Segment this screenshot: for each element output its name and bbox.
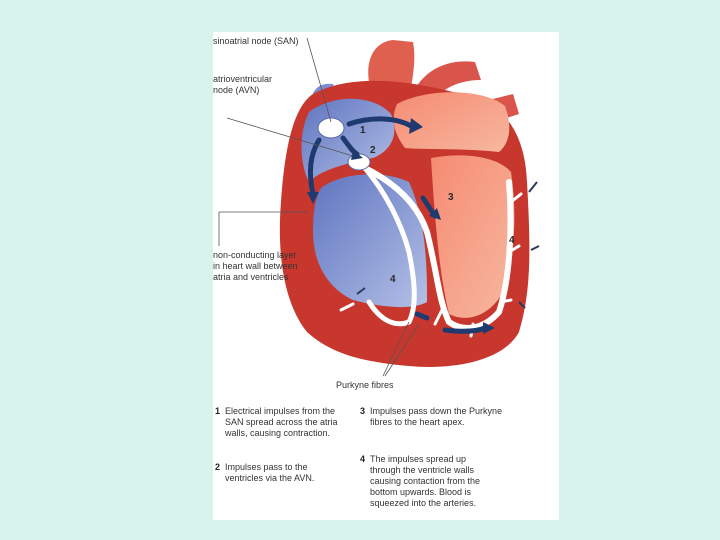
marker-3: 3: [448, 192, 454, 203]
purkyne-fibres: [362, 165, 514, 331]
label-atrioventricular-node: atrioventricular node (AVN): [213, 74, 273, 95]
left-ventricle: [431, 155, 515, 318]
legend-number-2: 2: [215, 462, 221, 472]
legend-number-4: 4: [360, 454, 366, 464]
right-ventricle: [313, 174, 427, 308]
marker-4-right-ventricle: 4: [390, 274, 396, 285]
legend-number-3: 3: [360, 406, 366, 416]
marker-2: 2: [370, 145, 376, 156]
label-non-conducting-layer: non-conducting layer in heart wall betwe…: [213, 250, 298, 282]
marker-4-left-ventricle: 4: [509, 235, 515, 246]
heart-diagram: [218, 37, 540, 377]
legend-text-4: The impulses spread up through the ventr…: [370, 454, 481, 508]
label-sinoatrial-node: sinoatrial node (SAN): [213, 36, 299, 46]
sinoatrial-node: [317, 117, 345, 139]
diagram-card: sinoatrial node (SAN) atrioventricular n…: [213, 32, 559, 520]
marker-1: 1: [360, 125, 366, 136]
legend-number-1: 1: [215, 406, 221, 416]
label-purkyne-fibres: Purkyne fibres: [336, 380, 394, 390]
small-dark-arrows: [356, 181, 540, 309]
legend-text-2: Impulses pass to the ventricles via the …: [225, 462, 315, 483]
arrow-heads: [307, 118, 495, 334]
legend-text-3: Impulses pass down the Purkyne fibres to…: [370, 406, 503, 427]
left-atrium: [393, 92, 510, 152]
legend-text-1: Electrical impulses from the SAN spread …: [225, 406, 338, 438]
purkyne-branch-left: [362, 165, 417, 327]
leader-lines: [218, 37, 420, 377]
